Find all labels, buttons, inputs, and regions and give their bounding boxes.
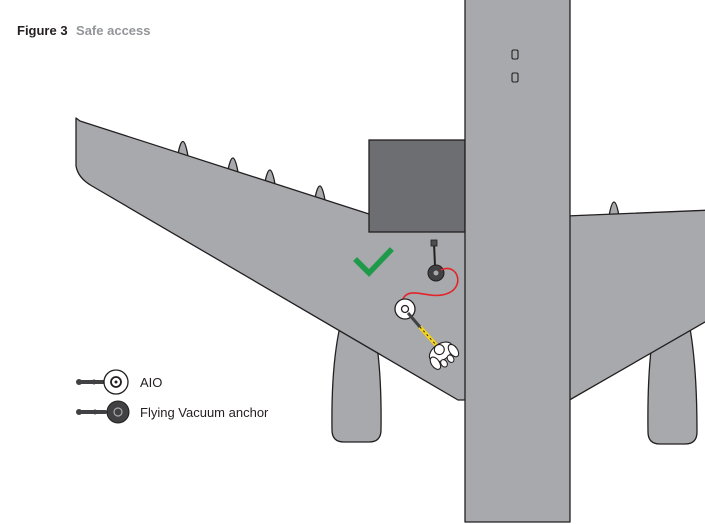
- safe-check-icon: [353, 247, 394, 277]
- worker-arm: [429, 356, 442, 370]
- fuselage-window: [511, 72, 519, 83]
- fuselage: [464, 0, 571, 523]
- right-engine: [647, 317, 698, 445]
- worker-foot: [440, 359, 448, 368]
- aio-hub: [400, 304, 410, 314]
- wing-root-panel: [368, 139, 466, 233]
- flying-vacuum-anchor: [427, 239, 445, 282]
- anchor-post-cap: [430, 239, 438, 247]
- lifeline: [401, 267, 459, 302]
- legend: AIO Flying Vacuum anchor: [76, 369, 269, 424]
- anchor-hub: [433, 270, 439, 276]
- worker-figure: [428, 341, 460, 370]
- figure-title: Safe access: [76, 23, 150, 38]
- legend-item-aio: AIO: [76, 369, 162, 395]
- worker-foot: [446, 354, 455, 363]
- legend-label-flying-vacuum-anchor: Flying Vacuum anchor: [140, 405, 269, 420]
- aio-device: [394, 298, 422, 328]
- legend-label-aio: AIO: [140, 375, 162, 390]
- lanyard-stripe: [419, 326, 438, 347]
- worker-arm: [447, 343, 460, 358]
- flying-vacuum-anchor-icon: [76, 400, 130, 424]
- legend-item-flying-vacuum-anchor: Flying Vacuum anchor: [76, 400, 269, 424]
- anchor-post: [433, 242, 436, 267]
- figure-label: Figure 3: [17, 23, 68, 38]
- worker-head: [433, 343, 445, 356]
- aio-arm: [406, 312, 422, 328]
- fuselage-window: [511, 49, 519, 60]
- figure-heading: Figure 3 Safe access: [17, 22, 150, 39]
- left-engine: [331, 317, 382, 443]
- aio-icon: [76, 369, 129, 395]
